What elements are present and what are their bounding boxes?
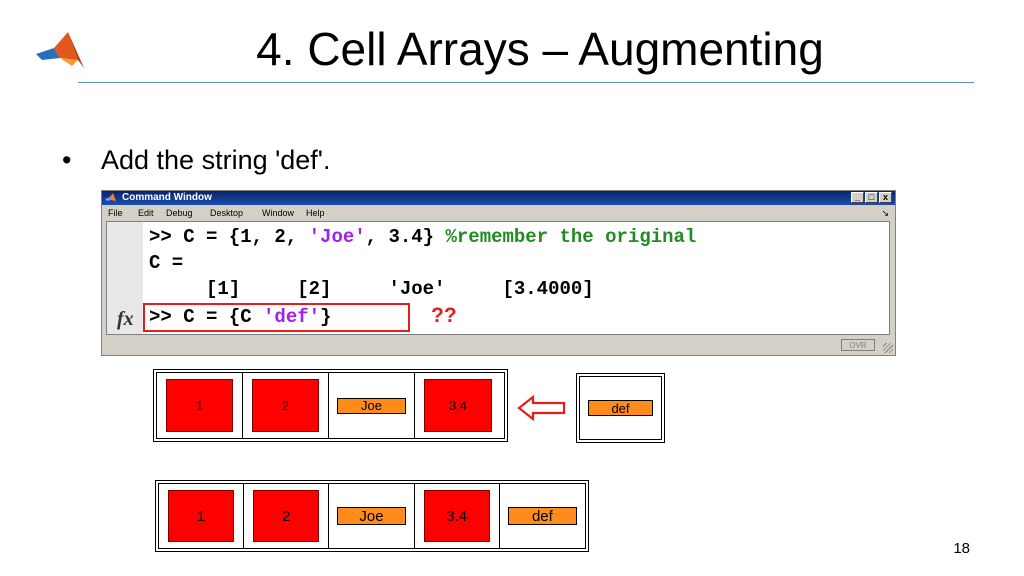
page-number: 18 [953,540,970,557]
menu-edit[interactable]: Edit [138,208,154,218]
new-cell: def [580,377,661,439]
numeric-cell-content: 2 [252,379,319,432]
cell-new: def [576,373,665,443]
original-cell: Joe [329,373,415,438]
cell-new-cells: def [579,376,662,440]
maximize-button[interactable]: □ [865,192,878,203]
string-cell-content: def [507,507,577,525]
undock-arrow-icon[interactable]: ↘ [881,208,889,218]
console-line-2: C = [149,252,184,274]
status-bar: OVR [102,337,895,355]
numeric-cell-content: 3.4 [424,379,492,432]
original-cell: 3.4 [415,373,501,438]
console-gutter [107,222,143,334]
menu-help[interactable]: Help [306,208,325,218]
matlab-small-icon [105,193,116,201]
original-cell: 2 [243,373,329,438]
menu-bar: File Edit Debug Desktop Window Help ↘ [102,206,895,220]
highlight-box [143,303,410,332]
console-line-3: [1] [2] 'Joe' [3.4000] [149,278,594,300]
numeric-cell-content: 3.4 [423,490,490,542]
command-window-title: Command Window [122,192,212,203]
console-line-4: >> C = {C 'def'} [149,306,332,328]
numeric-cell-content: 2 [253,490,320,542]
bullet-text: Add the string 'def'. [101,145,331,175]
string-cell-content: Joe [337,507,406,525]
menu-file[interactable]: File [108,208,123,218]
window-controls: _ □ x [851,192,892,204]
console-area[interactable]: fx >> C = {1, 2, 'Joe', 3.4} %remember t… [106,221,890,335]
fx-icon[interactable]: fx [117,308,134,330]
bullet-marker: • [62,145,72,175]
matlab-logo-icon [36,32,84,68]
augmented-cell: 2 [244,484,330,548]
menu-desktop[interactable]: Desktop [210,208,244,218]
string-cell-content: def [588,400,653,416]
menu-debug[interactable]: Debug [166,208,193,218]
minimize-button[interactable]: _ [851,192,864,203]
numeric-cell-content: 1 [166,379,233,432]
close-button[interactable]: x [879,192,892,203]
resize-grip-icon[interactable] [883,343,893,353]
numeric-cell-content: 1 [168,490,235,542]
augmented-cell: Joe [329,484,415,548]
augmented-cell: def [500,484,585,548]
command-window: Command Window _ □ x File Edit Debug Des… [101,190,896,356]
slide-title: 4. Cell Arrays – Augmenting [256,23,824,75]
menu-window[interactable]: Window [262,208,295,218]
title-underline [78,82,974,83]
console-line-1: >> C = {1, 2, 'Joe', 3.4} %remember the … [149,226,697,248]
question-annotation: ?? [431,304,457,327]
command-window-titlebar: Command Window _ □ x [102,191,895,205]
string-cell-content: Joe [337,397,406,414]
original-cell: 1 [157,373,243,438]
left-arrow-icon [517,394,566,422]
augmented-cell: 1 [159,484,245,548]
ovr-indicator: OVR [841,339,875,351]
augmented-cell: 3.4 [415,484,500,548]
